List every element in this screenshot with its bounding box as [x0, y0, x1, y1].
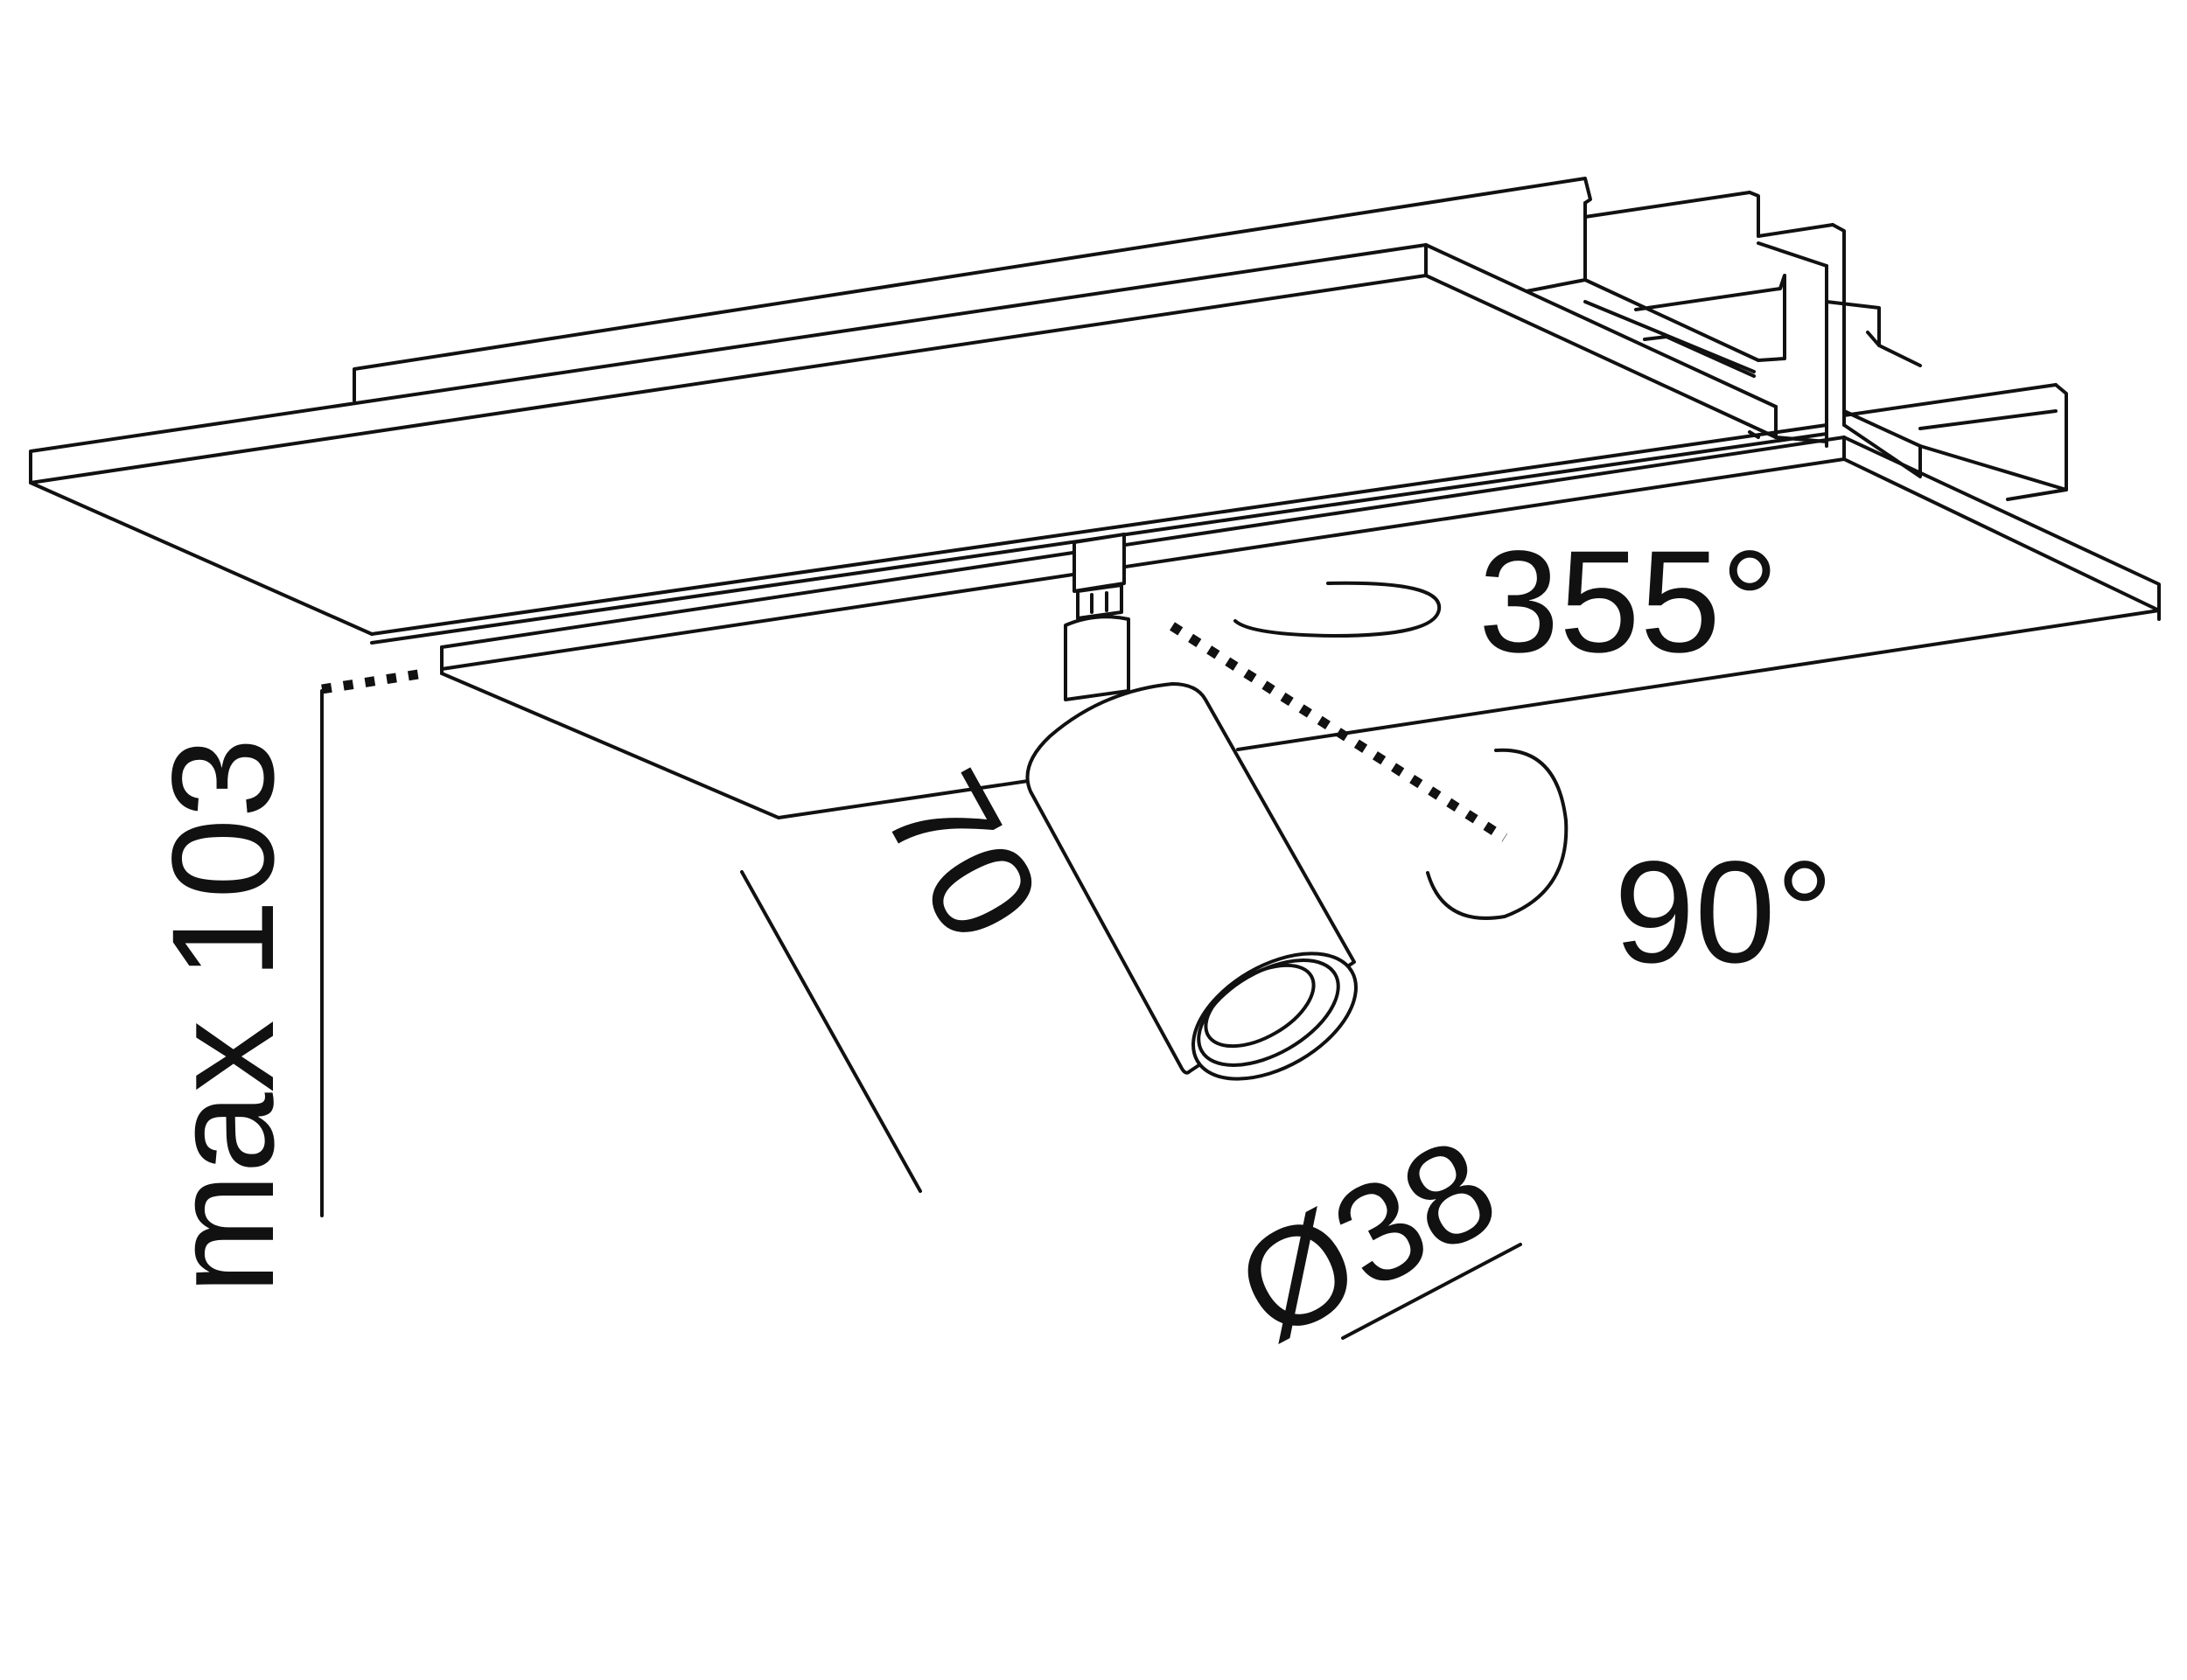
vertical-rotation-arc [1426, 748, 1569, 920]
max-height-label: max 103 [143, 737, 304, 1294]
spotlight-fixture [1025, 533, 1358, 1081]
rotation-vertical-label: 90° [1614, 832, 1834, 993]
height-reference-dotted-line [321, 668, 425, 694]
diameter-dimension-line [1341, 1243, 1522, 1340]
length-dimension-line [740, 870, 922, 1193]
dimension-lines [320, 622, 1522, 1340]
ceiling-track-profile [29, 177, 2161, 819]
diameter-label: Ø38 [1212, 1107, 1520, 1370]
rotation-indicators [1233, 581, 1569, 920]
tilt-axis-dotted-line [1170, 622, 1507, 842]
rotation-horizontal-label: 355° [1478, 521, 1778, 683]
track-adapter [1073, 533, 1126, 593]
horizontal-rotation-arc [1233, 581, 1442, 638]
spotlight-stem [1064, 615, 1130, 701]
